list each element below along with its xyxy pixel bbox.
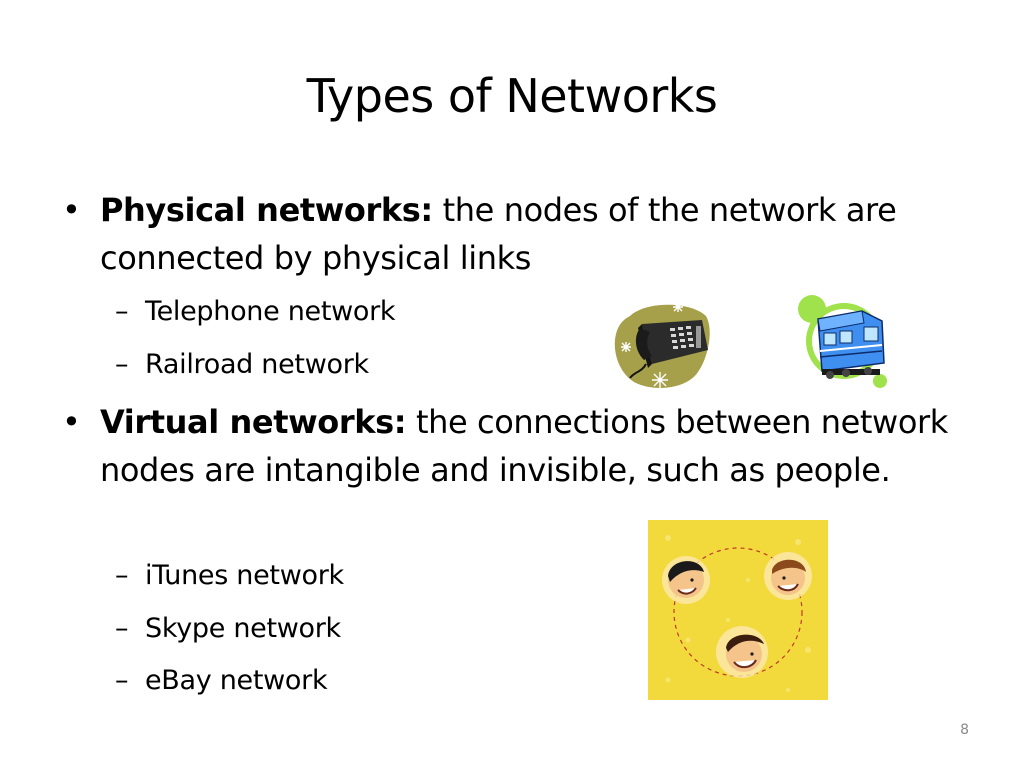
subitem-skype: –Skype network [115, 609, 341, 649]
subitem-itunes: –iTunes network [115, 556, 344, 596]
dash-marker: – [115, 665, 129, 696]
subitem-label: Railroad network [145, 349, 369, 380]
subitem-label: eBay network [145, 665, 328, 696]
subitem-label: iTunes network [145, 560, 344, 591]
subitem-telephone: –Telephone network [115, 292, 396, 332]
bullet-term: Physical networks: [100, 191, 433, 229]
dash-marker: – [115, 560, 129, 591]
people-network-icon [648, 520, 828, 700]
telephone-icon [614, 302, 710, 388]
bullet-text: the nodes of the network are connected b… [100, 191, 897, 277]
dash-marker: – [115, 613, 129, 644]
subitem-label: Telephone network [145, 296, 396, 327]
bullet-virtual-networks: • Virtual networks: the connections betw… [62, 398, 962, 542]
bullet-marker: • [62, 191, 81, 229]
subitem-ebay: –eBay network [115, 661, 328, 701]
page-number: 8 [960, 722, 969, 738]
bullet-marker: • [62, 403, 81, 441]
subitem-label: Skype network [145, 613, 341, 644]
slide-title: Types of Networks [306, 69, 718, 123]
bullet-text: the connections between network nodes ar… [100, 403, 948, 489]
train-icon [798, 295, 887, 388]
bullet-physical-networks: • Physical networks: the nodes of the ne… [62, 186, 962, 282]
dash-marker: – [115, 349, 129, 380]
subitem-railroad: –Railroad network [115, 345, 369, 385]
bullet-term: Virtual networks: [100, 403, 407, 441]
dash-marker: – [115, 296, 129, 327]
